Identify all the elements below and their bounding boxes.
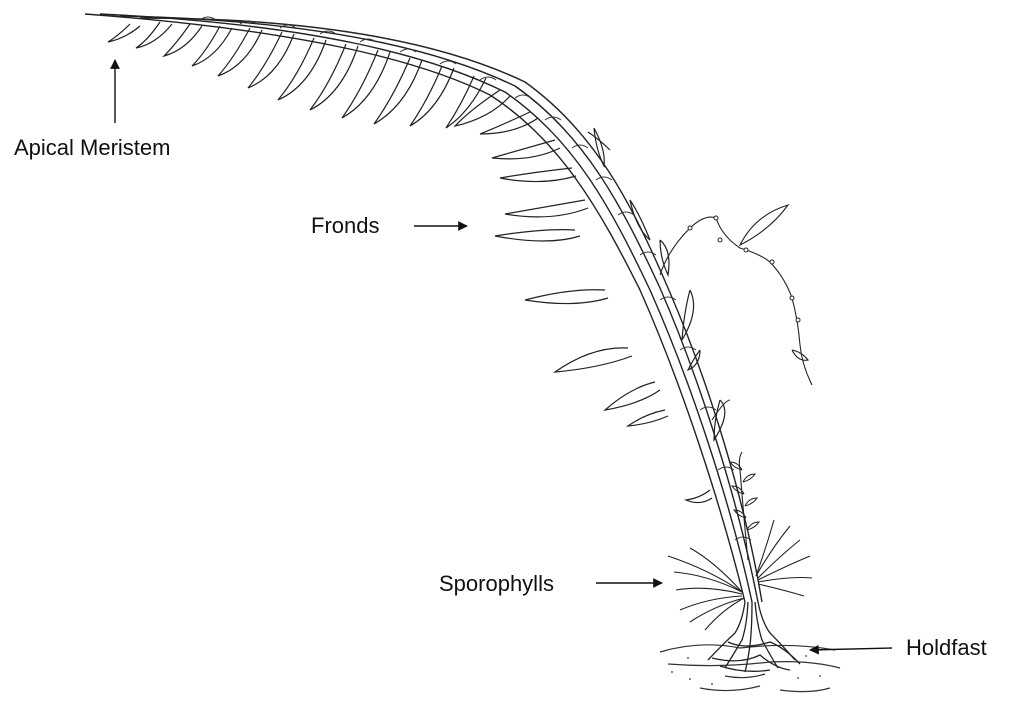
stipe-segments — [200, 17, 751, 540]
sporophylls — [668, 520, 812, 630]
seafloor — [660, 645, 840, 692]
holdfast-label: Holdfast — [906, 637, 987, 659]
apical-meristem-label: Apical Meristem — [14, 137, 170, 159]
side-branch — [660, 205, 812, 420]
fronds-label: Fronds — [311, 215, 379, 237]
fronds — [108, 22, 725, 503]
sporophylls-label: Sporophylls — [439, 573, 554, 595]
stipes — [85, 14, 762, 602]
side-branch-bladders — [688, 216, 800, 322]
